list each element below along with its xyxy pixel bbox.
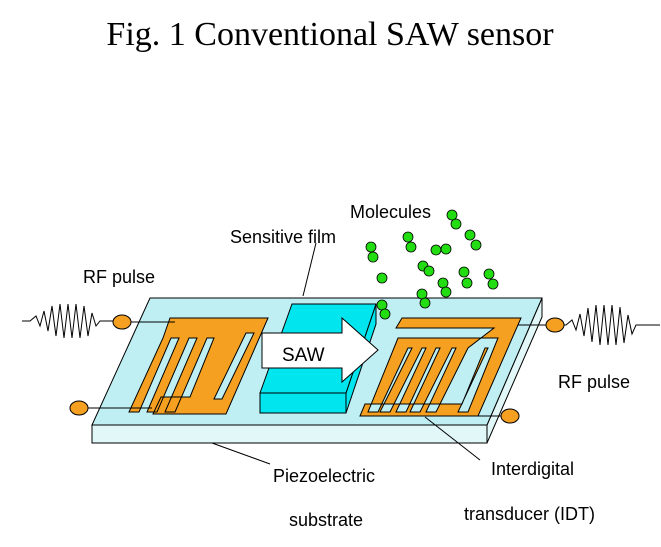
rf-input-waveform — [22, 303, 117, 339]
film-front-face — [259, 392, 347, 414]
molecules — [365, 209, 499, 320]
molecule — [419, 297, 431, 309]
sensitive-film-leader — [302, 242, 317, 297]
contact-pads — [69, 314, 565, 424]
molecule — [376, 272, 388, 284]
molecule — [437, 277, 449, 289]
input-pad-top — [112, 314, 132, 330]
molecules-label: Molecules — [350, 202, 431, 222]
rf-output-waveform — [555, 304, 660, 346]
molecule — [376, 299, 388, 311]
molecule — [487, 278, 499, 290]
molecule — [483, 268, 495, 280]
piezoelectric-label: Piezoelectric — [273, 466, 375, 486]
idt-leader — [424, 416, 481, 461]
molecule — [379, 308, 391, 320]
molecule — [405, 241, 417, 253]
molecule — [365, 241, 377, 253]
left-idt-finger — [213, 332, 255, 400]
molecule — [446, 209, 458, 221]
sensitive-film-label: Sensitive film — [230, 227, 336, 247]
rf-pulse-input-label: RF pulse — [83, 267, 155, 287]
left-idt-electrode — [128, 317, 269, 415]
right-idt — [359, 317, 522, 417]
output-pad-bottom — [500, 408, 520, 424]
transducer-idt-label: transducer (IDT) — [464, 504, 595, 524]
figure-title: Fig. 1 Conventional SAW sensor — [106, 16, 554, 53]
output-pad-top — [545, 317, 565, 333]
molecule — [416, 288, 428, 300]
molecule — [440, 286, 452, 298]
molecule — [470, 239, 482, 251]
molecule — [423, 265, 435, 277]
interdigital-label: Interdigital — [491, 459, 574, 479]
piezo-leader — [211, 442, 271, 465]
molecule — [367, 251, 379, 263]
rf-pulse-output-label: RF pulse — [558, 372, 630, 392]
molecule — [430, 244, 442, 256]
substrate-label: substrate — [289, 510, 363, 530]
substrate-front-face — [91, 424, 488, 444]
molecule — [461, 277, 473, 289]
left-idt — [128, 317, 269, 415]
molecule — [458, 266, 470, 278]
saw-label: SAW — [282, 345, 325, 366]
molecule — [402, 231, 414, 243]
molecule — [440, 243, 452, 255]
molecule — [464, 229, 476, 241]
input-pad-bottom — [69, 400, 89, 416]
right-idt-electrode — [359, 317, 522, 417]
saw-arrow — [261, 316, 379, 384]
molecule — [450, 218, 462, 230]
